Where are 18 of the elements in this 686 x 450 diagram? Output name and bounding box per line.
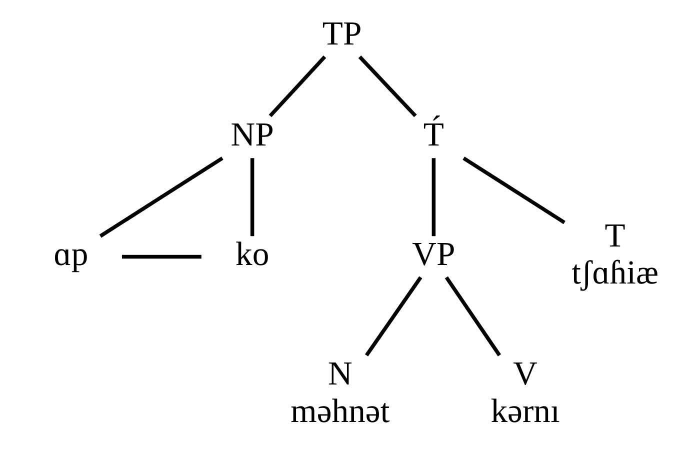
node-text: V kərnı [490, 356, 560, 430]
node-text: TP [322, 15, 362, 52]
connector [364, 276, 422, 356]
node-text: ɑp [54, 236, 88, 274]
connector [462, 156, 566, 224]
connector [250, 158, 254, 236]
node-text: T́ [423, 116, 444, 154]
connector [99, 156, 224, 238]
connector [268, 56, 326, 118]
connector [122, 254, 202, 259]
connector [444, 276, 502, 356]
connector [432, 158, 436, 236]
node-text: T tʃɑɦiæ [572, 217, 658, 292]
node-text: VP [412, 236, 456, 274]
node-text: ko [236, 236, 270, 274]
node-text: N məhnət [290, 356, 390, 430]
node-text: NP [230, 116, 274, 154]
connector [358, 56, 417, 118]
